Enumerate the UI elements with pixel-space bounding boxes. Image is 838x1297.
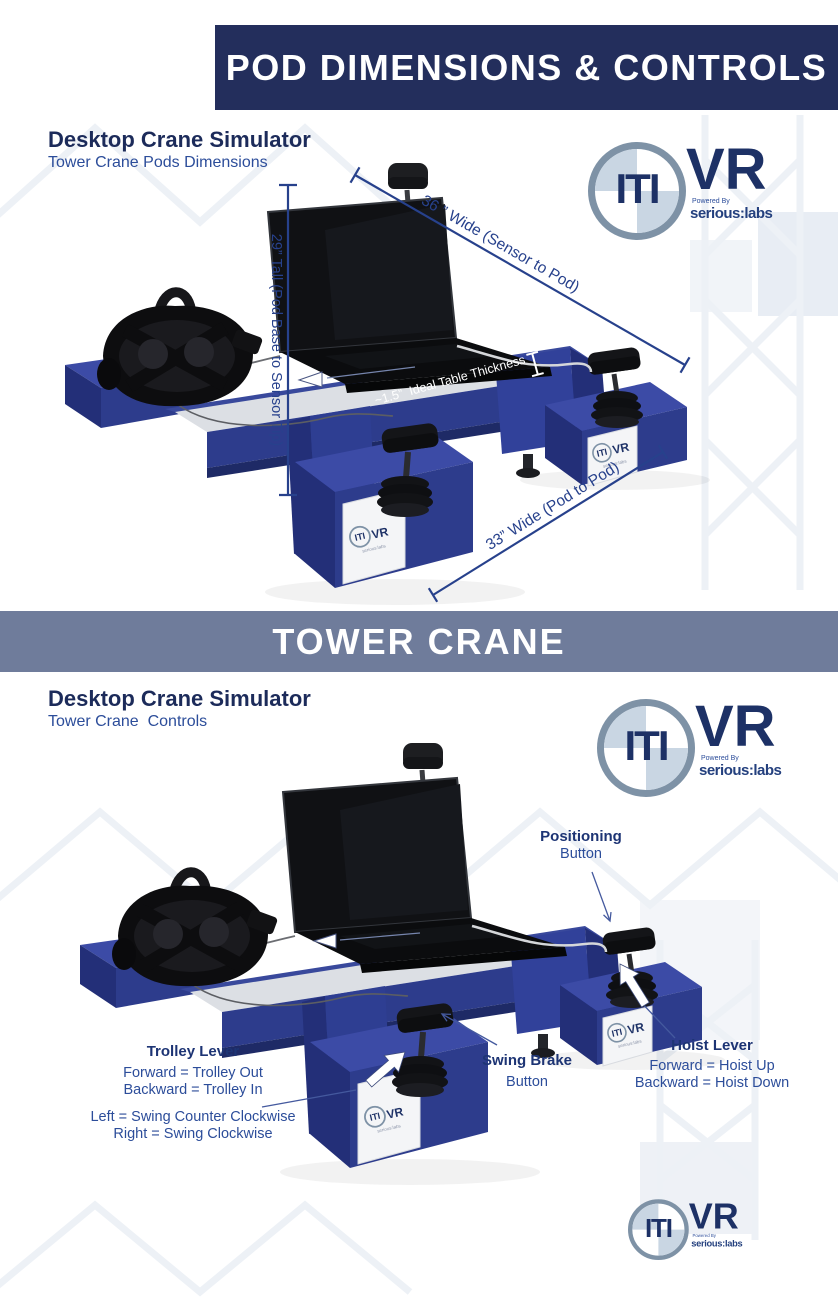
logo-quadrant: [604, 706, 646, 748]
trolley-line: Left = Swing Counter Clockwise: [90, 1109, 296, 1125]
trolley-title: Trolley Lever: [146, 1043, 240, 1060]
iti-vr-logo-top: ITI VR Powered By serious:labs: [588, 137, 786, 256]
hoist-title: Hoist Lever: [671, 1037, 753, 1054]
logo-quadrant: [595, 149, 637, 191]
simulator-image-controls: [40, 740, 740, 1200]
logo-vr-text: VR: [695, 694, 776, 759]
header-banner-title: POD DIMENSIONS & CONTROLS: [225, 46, 828, 88]
hoist-line: Backward = Hoist Down: [634, 1075, 790, 1091]
hoist-connector: [610, 957, 676, 1039]
left-arrowhead: [297, 371, 323, 388]
dimension-29-tall: 29” Tall (Pod Base to Sensor Tip): [268, 183, 297, 497]
powered-by-text: Powered By: [692, 1233, 716, 1239]
hoist-lever-label: Hoist Lever Forward = Hoist Up Backward …: [635, 1037, 789, 1092]
swing-brake-label: Swing Brake Button: [482, 1052, 572, 1091]
section2-subtitle: Tower Crane Controls: [48, 713, 208, 730]
positioning-connector: [591, 871, 612, 923]
tower-crane-banner: TOWER CRANE: [0, 611, 838, 672]
serious-labs-text: serious:labs: [690, 205, 773, 222]
trolley-line: Forward = Trolley Out: [123, 1065, 263, 1081]
positioning-label: Positioning Button: [540, 828, 622, 863]
section1-title: Desktop Crane Simulator: [48, 127, 311, 152]
logo-quadrant: [632, 1203, 659, 1230]
serious-labs-text: serious:labs: [691, 1238, 743, 1249]
logo-powered-by: Powered By serious:labs: [691, 1234, 742, 1249]
logo-iti-text: ITI: [645, 1213, 673, 1243]
logo-quadrant: [658, 1229, 685, 1256]
positioning-title: Positioning: [540, 828, 622, 845]
tower-crane-banner-title: TOWER CRANE: [272, 620, 566, 662]
trolley-line: Backward = Trolley In: [123, 1082, 263, 1098]
iti-logo-circle: ITI: [628, 1199, 689, 1260]
serious-labs-text: serious:labs: [699, 762, 782, 779]
swing-brake-connector: [440, 1013, 498, 1046]
swing-brake-title: Swing Brake: [481, 1052, 573, 1069]
iti-vr-logo-bottom: ITI VR Powered By serious:labs: [628, 1196, 751, 1270]
trolley-line: Right = Swing Clockwise: [113, 1126, 273, 1142]
trolley-connector: [261, 1043, 413, 1108]
powered-by-text: Powered By: [701, 755, 739, 762]
iti-logo-circle: ITI: [588, 142, 686, 240]
logo-vr-text: VR: [686, 137, 767, 202]
table-edge-arrow: [312, 932, 421, 949]
svg-text:29” Tall (Pod Base to Sensor T: 29” Tall (Pod Base to Sensor Tip): [268, 234, 284, 447]
header-banner: POD DIMENSIONS & CONTROLS: [215, 25, 838, 110]
logo-vr-text: VR: [688, 1196, 739, 1237]
iti-vr-logo-middle: ITI VR Powered By serious:labs: [597, 694, 795, 813]
hoist-line: Forward = Hoist Up: [649, 1058, 775, 1074]
logo-quadrant: [646, 748, 688, 790]
logo-quadrant: [637, 191, 679, 233]
trolley-lever-label: Trolley Lever Forward = Trolley Out Back…: [90, 1043, 295, 1143]
logo-iti-text: ITI: [624, 722, 670, 770]
section2-title: Desktop Crane Simulator: [48, 686, 311, 711]
logo-powered-by: Powered By serious:labs: [699, 755, 782, 779]
section1-subtitle: Tower Crane Pods Dimensions: [48, 154, 268, 171]
i-bar-cap: [526, 350, 544, 378]
swing-brake-sub: Button: [506, 1074, 548, 1090]
positioning-sub: Button: [560, 846, 602, 862]
simulator-image-dimensions: 36 ” Wide (Sensor to Pod) 29” Tall (Pod …: [25, 160, 725, 620]
logo-powered-by: Powered By serious:labs: [690, 198, 773, 222]
logo-iti-text: ITI: [615, 165, 661, 213]
powered-by-text: Powered By: [692, 198, 730, 205]
iti-logo-circle: ITI: [597, 699, 695, 797]
